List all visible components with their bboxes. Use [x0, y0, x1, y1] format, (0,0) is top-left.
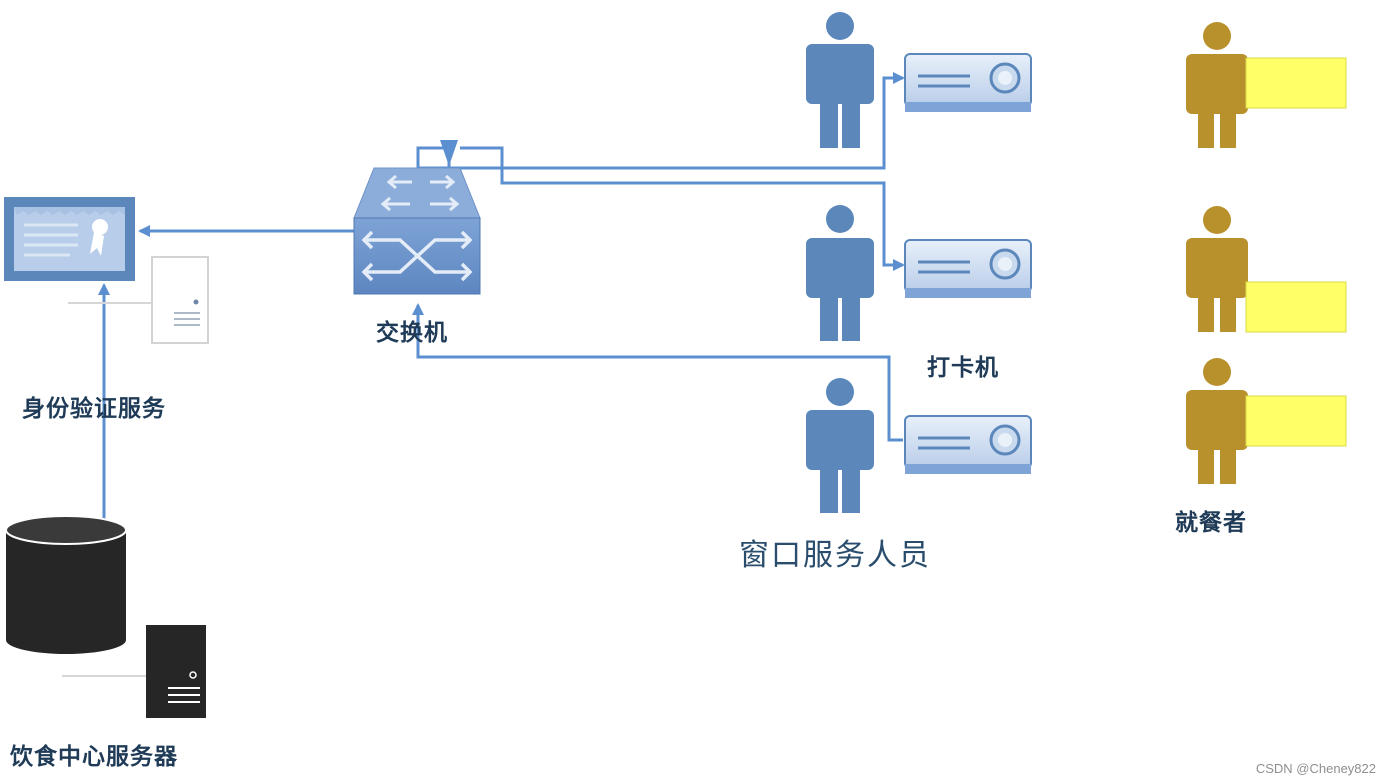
person-icon: [1186, 206, 1347, 333]
label-window-staff: 窗口服务人员: [739, 538, 931, 573]
label-food-server: 饮食中心服务器: [10, 744, 178, 770]
projector-card-reader-icon: [904, 415, 1032, 474]
label-auth-service: 身份验证服务: [22, 396, 166, 422]
line-card3-to-switch: [412, 303, 903, 442]
line-switch-to-card2: [460, 146, 905, 271]
label-switch: 交换机: [376, 320, 448, 346]
projector-card-reader-icon: [904, 53, 1032, 112]
watermark: CSDN @Cheney822: [1255, 761, 1376, 776]
label-card-machine: 打卡机: [927, 355, 999, 381]
person-icon: [806, 205, 874, 341]
cpu-certificate-icon: [4, 197, 135, 281]
server-icon: [62, 625, 206, 718]
person-icon: [1186, 22, 1347, 148]
projector-card-reader-icon: [904, 239, 1032, 298]
arrowhead-switch-top: [440, 140, 458, 166]
person-icon: [1186, 358, 1347, 484]
label-diners: 就餐者: [1175, 510, 1247, 536]
person-icon: [806, 12, 874, 148]
person-icon: [806, 378, 874, 513]
database-icon: [5, 515, 127, 654]
network-switch-icon: [353, 167, 481, 295]
server-icon: [68, 256, 209, 344]
